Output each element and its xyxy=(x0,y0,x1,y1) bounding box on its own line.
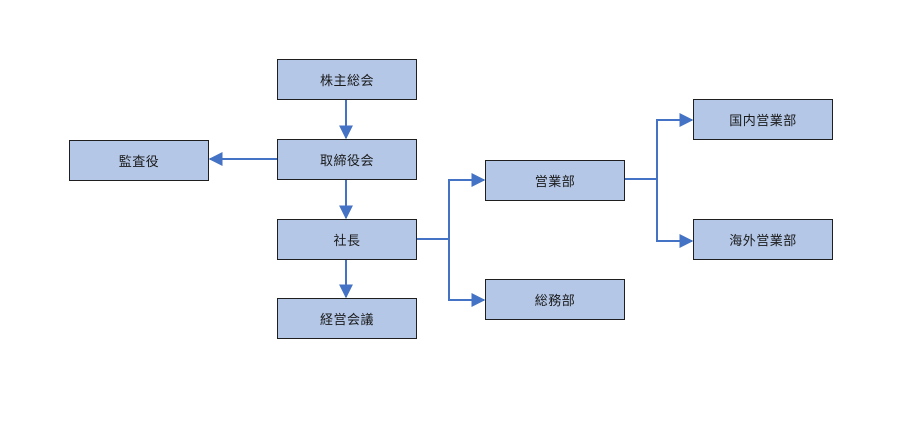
node-label: 海外営業部 xyxy=(729,234,797,249)
node-label: 社長 xyxy=(333,234,361,249)
node-eigyobu: 営業部 xyxy=(485,160,625,201)
connector-shacho-eigyo xyxy=(448,173,486,239)
node-label: 取締役会 xyxy=(319,154,374,169)
node-label: 経営会議 xyxy=(319,313,374,328)
node-label: 営業部 xyxy=(534,175,576,190)
node-label: 監査役 xyxy=(118,155,160,170)
node-label: 総務部 xyxy=(534,294,576,309)
node-label: 国内営業部 xyxy=(729,114,797,129)
node-somubu: 総務部 xyxy=(485,279,625,320)
node-kokunai-eigyobu: 国内営業部 xyxy=(693,99,833,140)
node-keiei-kaigi: 経営会議 xyxy=(277,298,417,339)
node-label: 株主総会 xyxy=(319,74,374,89)
connector-eigyo-kokunai xyxy=(656,113,694,179)
node-kansayaku: 監査役 xyxy=(69,140,209,181)
connector-eigyo-kaigai xyxy=(656,179,694,248)
node-kaigai-eigyobu: 海外営業部 xyxy=(693,219,833,260)
node-shacho: 社長 xyxy=(277,219,417,260)
node-torishimariyakukai: 取締役会 xyxy=(277,139,417,180)
connector-shacho-somu xyxy=(448,239,486,307)
node-kabunushi-sokai: 株主総会 xyxy=(277,59,417,100)
